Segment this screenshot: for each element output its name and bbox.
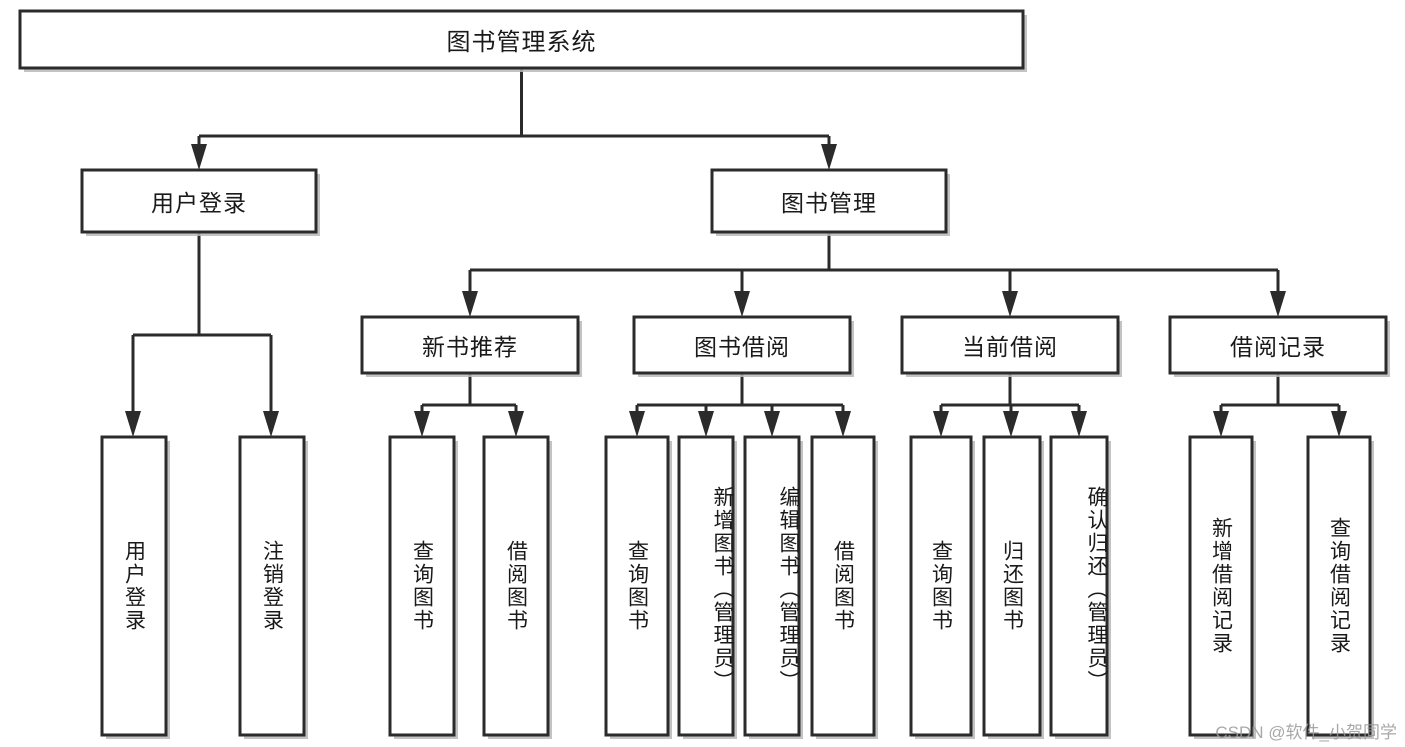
arrowhead-new-book-recommend xyxy=(462,291,478,317)
arrowhead-book-management xyxy=(821,144,837,170)
arrowhead-user-login xyxy=(191,144,207,170)
arrowhead-leaf-query-books-3 xyxy=(933,411,949,437)
leaf-confirm-return-box[interactable] xyxy=(1049,435,1109,737)
arrowhead-leaf-query-books-1 xyxy=(414,411,430,437)
arrowhead-leaf-return-book xyxy=(1003,411,1019,437)
book-management-node-box[interactable] xyxy=(710,168,948,234)
arrowhead-leaf-add-book xyxy=(698,411,714,437)
current-borrow-node-box[interactable] xyxy=(900,315,1120,375)
leaf-borrow-books-1-box[interactable] xyxy=(482,435,550,737)
leaf-add-record-box[interactable] xyxy=(1188,435,1254,737)
leaf-query-record-box[interactable] xyxy=(1306,435,1372,737)
leaf-user-login-box[interactable] xyxy=(100,435,168,737)
leaf-borrow-books-2-box[interactable] xyxy=(810,435,876,737)
arrowhead-leaf-borrow-books-1 xyxy=(508,411,524,437)
root-node-box[interactable] xyxy=(18,9,1025,70)
leaf-query-books-1-box[interactable] xyxy=(388,435,456,737)
arrowhead-leaf-edit-book xyxy=(764,411,780,437)
leaf-query-books-2-box[interactable] xyxy=(604,435,670,737)
arrowhead-leaf-query-books-2 xyxy=(629,411,645,437)
arrowhead-leaf-user-login xyxy=(125,411,141,437)
book-borrow-node-box[interactable] xyxy=(632,315,852,375)
leaf-query-books-3-box[interactable] xyxy=(909,435,973,737)
leaf-add-book-box[interactable] xyxy=(677,435,735,737)
arrowhead-leaf-user-logout xyxy=(263,411,279,437)
borrow-records-node-box[interactable] xyxy=(1168,315,1388,375)
leaf-user-logout-box[interactable] xyxy=(238,435,306,737)
arrowhead-book-borrow xyxy=(734,291,750,317)
arrowhead-leaf-confirm-return xyxy=(1071,411,1087,437)
arrowhead-leaf-query-record xyxy=(1331,411,1347,437)
nodes-layer xyxy=(18,9,1390,739)
leaf-return-book-box[interactable] xyxy=(982,435,1042,737)
arrowhead-leaf-borrow-books-2 xyxy=(835,411,851,437)
arrowhead-leaf-add-record xyxy=(1213,411,1229,437)
user-login-node-box[interactable] xyxy=(80,168,318,234)
arrowhead-current-borrow xyxy=(1002,291,1018,317)
arrowhead-borrow-records xyxy=(1270,291,1286,317)
leaf-edit-book-box[interactable] xyxy=(743,435,801,737)
edges-layer xyxy=(125,68,1347,437)
new-book-recommend-node-box[interactable] xyxy=(360,315,580,375)
